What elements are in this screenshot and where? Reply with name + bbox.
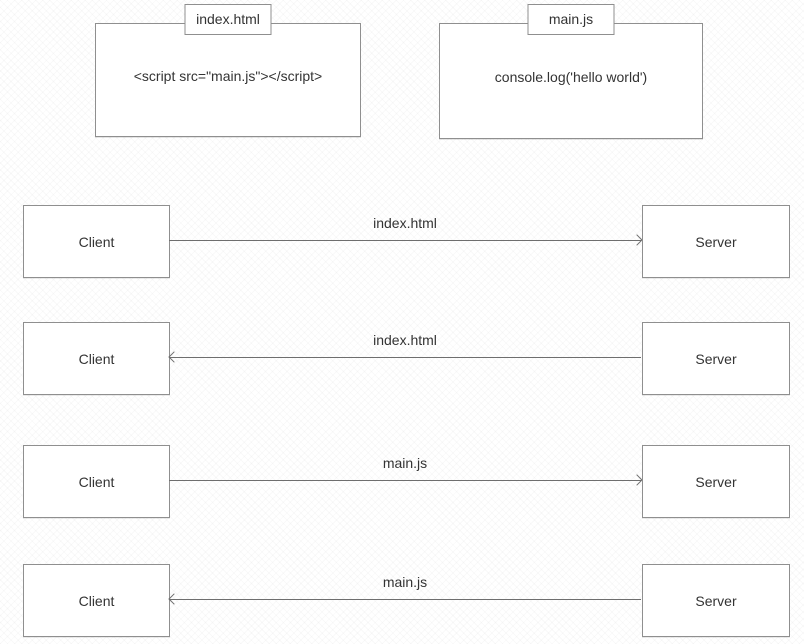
transfer-row-request-main-js: Client main.js Server bbox=[0, 445, 804, 518]
file-tab-index-html: index.html bbox=[184, 4, 272, 35]
file-box-main-js: main.js console.log('hello world') bbox=[439, 4, 703, 139]
arrow-label: index.html bbox=[373, 332, 437, 348]
server-box: Server bbox=[642, 445, 790, 518]
arrow-label: main.js bbox=[382, 455, 428, 471]
server-box: Server bbox=[642, 564, 790, 637]
client-box: Client bbox=[23, 205, 170, 278]
arrow-label: index.html bbox=[373, 215, 437, 231]
arrow-left-icon bbox=[168, 593, 641, 605]
client-box: Client bbox=[23, 445, 170, 518]
file-code-main-js: console.log('hello world') bbox=[494, 68, 648, 85]
arrowhead-right-icon bbox=[631, 474, 643, 486]
file-box-index-html: index.html <script src="main.js"></scrip… bbox=[95, 4, 361, 137]
server-box: Server bbox=[642, 322, 790, 395]
arrowhead-left-icon bbox=[168, 593, 180, 605]
transfer-row-request-index-html: Client index.html Server bbox=[0, 205, 804, 278]
arrowhead-left-icon bbox=[168, 351, 180, 363]
file-code-index-html: <script src="main.js"></script> bbox=[133, 67, 323, 84]
file-tab-main-js: main.js bbox=[527, 4, 615, 35]
transfer-row-response-main-js: Client main.js Server bbox=[0, 564, 804, 637]
arrow-right-icon bbox=[169, 474, 643, 486]
arrow-right-icon bbox=[169, 234, 643, 246]
transfer-row-response-index-html: Client index.html Server bbox=[0, 322, 804, 395]
server-box: Server bbox=[642, 205, 790, 278]
client-box: Client bbox=[23, 322, 170, 395]
arrowhead-right-icon bbox=[631, 234, 643, 246]
arrow-left-icon bbox=[168, 351, 641, 363]
arrow-label: main.js bbox=[382, 574, 428, 590]
client-box: Client bbox=[23, 564, 170, 637]
